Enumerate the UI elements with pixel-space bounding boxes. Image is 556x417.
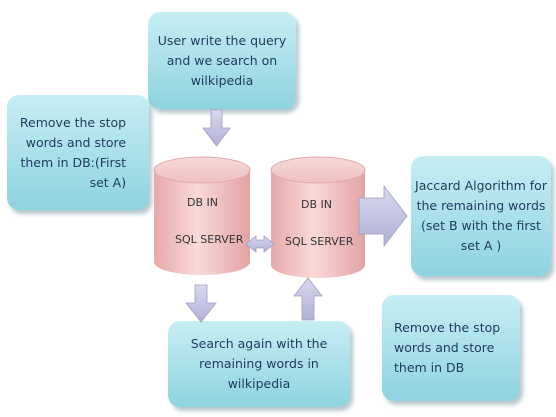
remove-stop-words-second-box: Remove the stop words and store them in …	[382, 295, 520, 401]
database-cylinder-1: DB IN SQL SERVER	[153, 156, 251, 275]
database-2-line2: SQL SERVER	[285, 235, 354, 248]
database-2-line1: DB IN	[301, 198, 332, 211]
remove-stop-words-first-box: Remove the stop words and store them in …	[7, 95, 149, 210]
arrow-right-jaccard	[358, 184, 408, 248]
database-cylinder-2: DB IN SQL SERVER	[270, 156, 366, 278]
remove-stop-words-first-text: Remove the stop words and store them in …	[19, 114, 127, 190]
arrow-between-databases	[245, 235, 275, 253]
arrow-down-db1	[185, 284, 217, 323]
query-box-text: User write the query and we search on wi…	[157, 32, 287, 88]
arrow-up-db2	[293, 277, 323, 321]
database-1-line2: SQL SERVER	[175, 233, 244, 246]
query-box: User write the query and we search on wi…	[148, 12, 296, 109]
search-again-box: Search again with the remaining words in…	[168, 321, 350, 407]
search-again-text: Search again with the remaining words in…	[190, 336, 328, 391]
jaccard-box: Jaccard Algorithm for the remaining word…	[411, 156, 551, 276]
remove-stop-words-second-text: Remove the stop words and store them in …	[394, 320, 501, 375]
database-1-line1: DB IN	[187, 196, 218, 209]
arrow-down-query	[202, 109, 231, 147]
jaccard-box-text: Jaccard Algorithm for the remaining word…	[415, 178, 547, 253]
